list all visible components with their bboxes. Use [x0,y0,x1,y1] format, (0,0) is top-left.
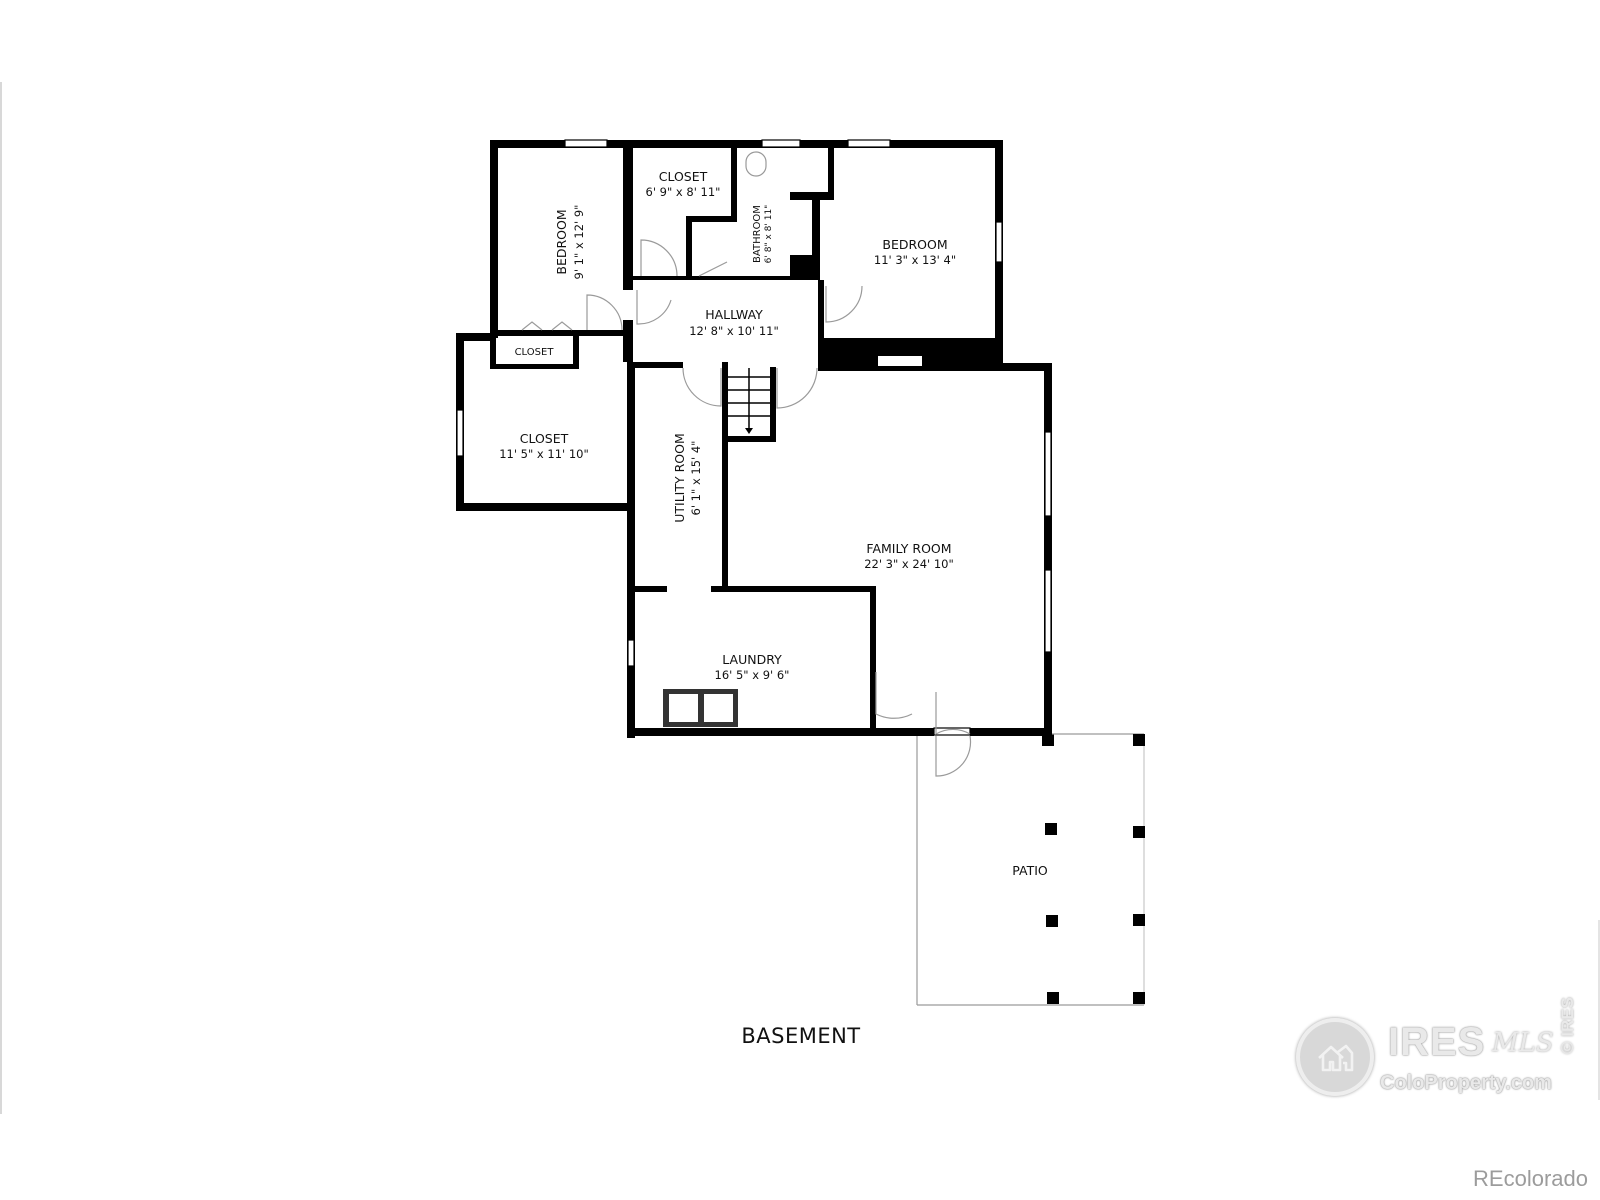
patio-post [1133,914,1145,926]
room-name: CLOSET [659,169,708,184]
room-name: CLOSET [515,347,555,358]
photo-credit: REcolorado [1473,1166,1588,1191]
patio-post [1133,826,1145,838]
room-name: BEDROOM [554,209,569,274]
patio-post [1045,823,1057,835]
room-name: BATHROOM [752,205,763,263]
room-closet-small: CLOSET [515,347,555,358]
watermark-site: ColoProperty.com [1380,1072,1552,1094]
ires-logo [1296,1018,1374,1096]
room-dimensions: 16' 5" x 9' 6" [715,668,790,682]
room-name: CLOSET [520,431,569,446]
toilet-icon [745,151,767,177]
room-closet-north: CLOSET 6' 9" x 8' 11" [646,169,721,199]
room-family: FAMILY ROOM 22' 3" x 24' 10" [864,541,954,571]
room-dimensions: 22' 3" x 24' 10" [864,557,954,571]
room-dimensions: 6' 1" x 15' 4" [689,441,703,516]
room-bedroom-east: BEDROOM 11' 3" x 13' 4" [874,237,956,267]
room-dimensions: 6' 9" x 8' 11" [646,185,721,199]
image-border-left [0,82,2,1114]
room-name: FAMILY ROOM [866,541,951,556]
patio-outline [916,733,1145,1006]
room-laundry: LAUNDRY 16' 5" x 9' 6" [715,652,790,682]
room-name: HALLWAY [705,307,763,322]
room-utility: UTILITY ROOM 6' 1" x 15' 4" [672,433,703,523]
watermark-brand: IRES [1388,1020,1486,1064]
floor-label: BASEMENT [741,1024,860,1048]
stairs [728,368,770,434]
room-bedroom-west: BEDROOM 9' 1" x 12' 9" [554,205,586,280]
patio-post [1047,992,1059,1004]
room-dimensions: 9' 1" x 12' 9" [572,205,586,280]
room-dimensions: 11' 3" x 13' 4" [874,253,956,267]
room-dimensions: 6' 8" x 8' 11" [764,205,774,264]
fixtures [663,151,922,727]
watermark-copyright: © IRES [1558,997,1577,1054]
room-dimensions: 11' 5" x 11' 10" [499,447,589,461]
room-patio: PATIO [1012,863,1048,878]
house-icon [1318,1044,1354,1072]
room-closet-west: CLOSET 11' 5" x 11' 10" [499,431,589,461]
room-name: LAUNDRY [722,652,782,667]
image-border-right [1598,920,1600,1100]
windows [456,139,1052,736]
room-dimensions: 12' 8" x 10' 11" [689,324,779,338]
room-hallway: HALLWAY 12' 8" x 10' 11" [689,307,779,338]
patio-post [1046,915,1058,927]
room-bathroom: BATHROOM 6' 8" x 8' 11" [752,205,774,264]
patio-post [1133,992,1145,1004]
patio-post [1133,734,1145,746]
room-name: PATIO [1012,863,1048,878]
watermark-script: MLS [1492,1028,1554,1058]
doors [521,239,972,777]
ires-watermark: IRES MLS ColoProperty.com © IRES [1296,997,1596,1108]
room-name: BEDROOM [882,237,947,252]
room-name: UTILITY ROOM [672,433,687,523]
